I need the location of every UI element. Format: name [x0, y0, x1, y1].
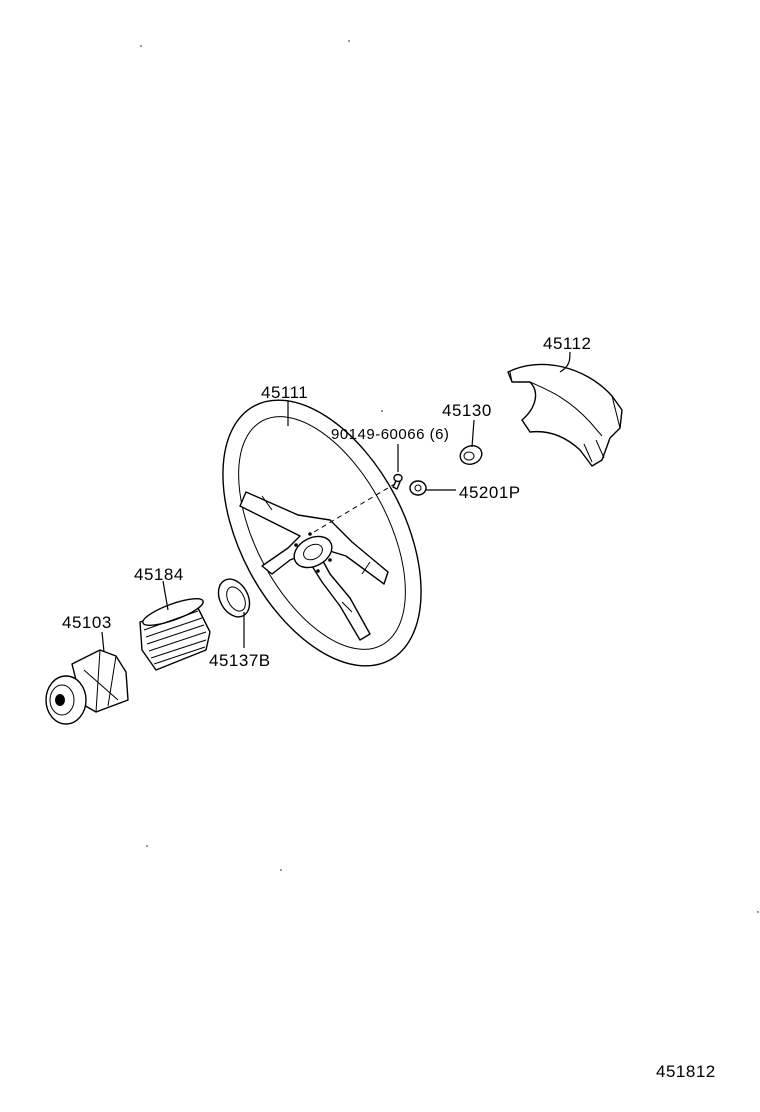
scan-specks: [140, 40, 759, 913]
label-wheel: 45111: [261, 383, 308, 402]
label-emblem: 45130: [442, 401, 492, 420]
horn-pad: [507, 363, 623, 467]
boss-cover: [139, 598, 211, 671]
label-pad: 45112: [543, 334, 592, 353]
label-ring: 45137B: [209, 651, 271, 670]
steering-wheel: [222, 399, 422, 667]
boss: [45, 649, 129, 725]
label-boss-cover: 45184: [134, 565, 184, 584]
label-screw: 90149-60066 (6): [331, 426, 449, 443]
plate: [409, 480, 427, 496]
screw: [392, 473, 403, 490]
figure-number: 451812: [656, 1062, 716, 1081]
leader-lines: [101, 351, 571, 653]
emblem: [459, 445, 483, 465]
mounting-line: [313, 481, 399, 533]
label-plate: 45201P: [459, 483, 521, 502]
ring: [217, 578, 251, 618]
label-boss: 45103: [62, 613, 112, 632]
